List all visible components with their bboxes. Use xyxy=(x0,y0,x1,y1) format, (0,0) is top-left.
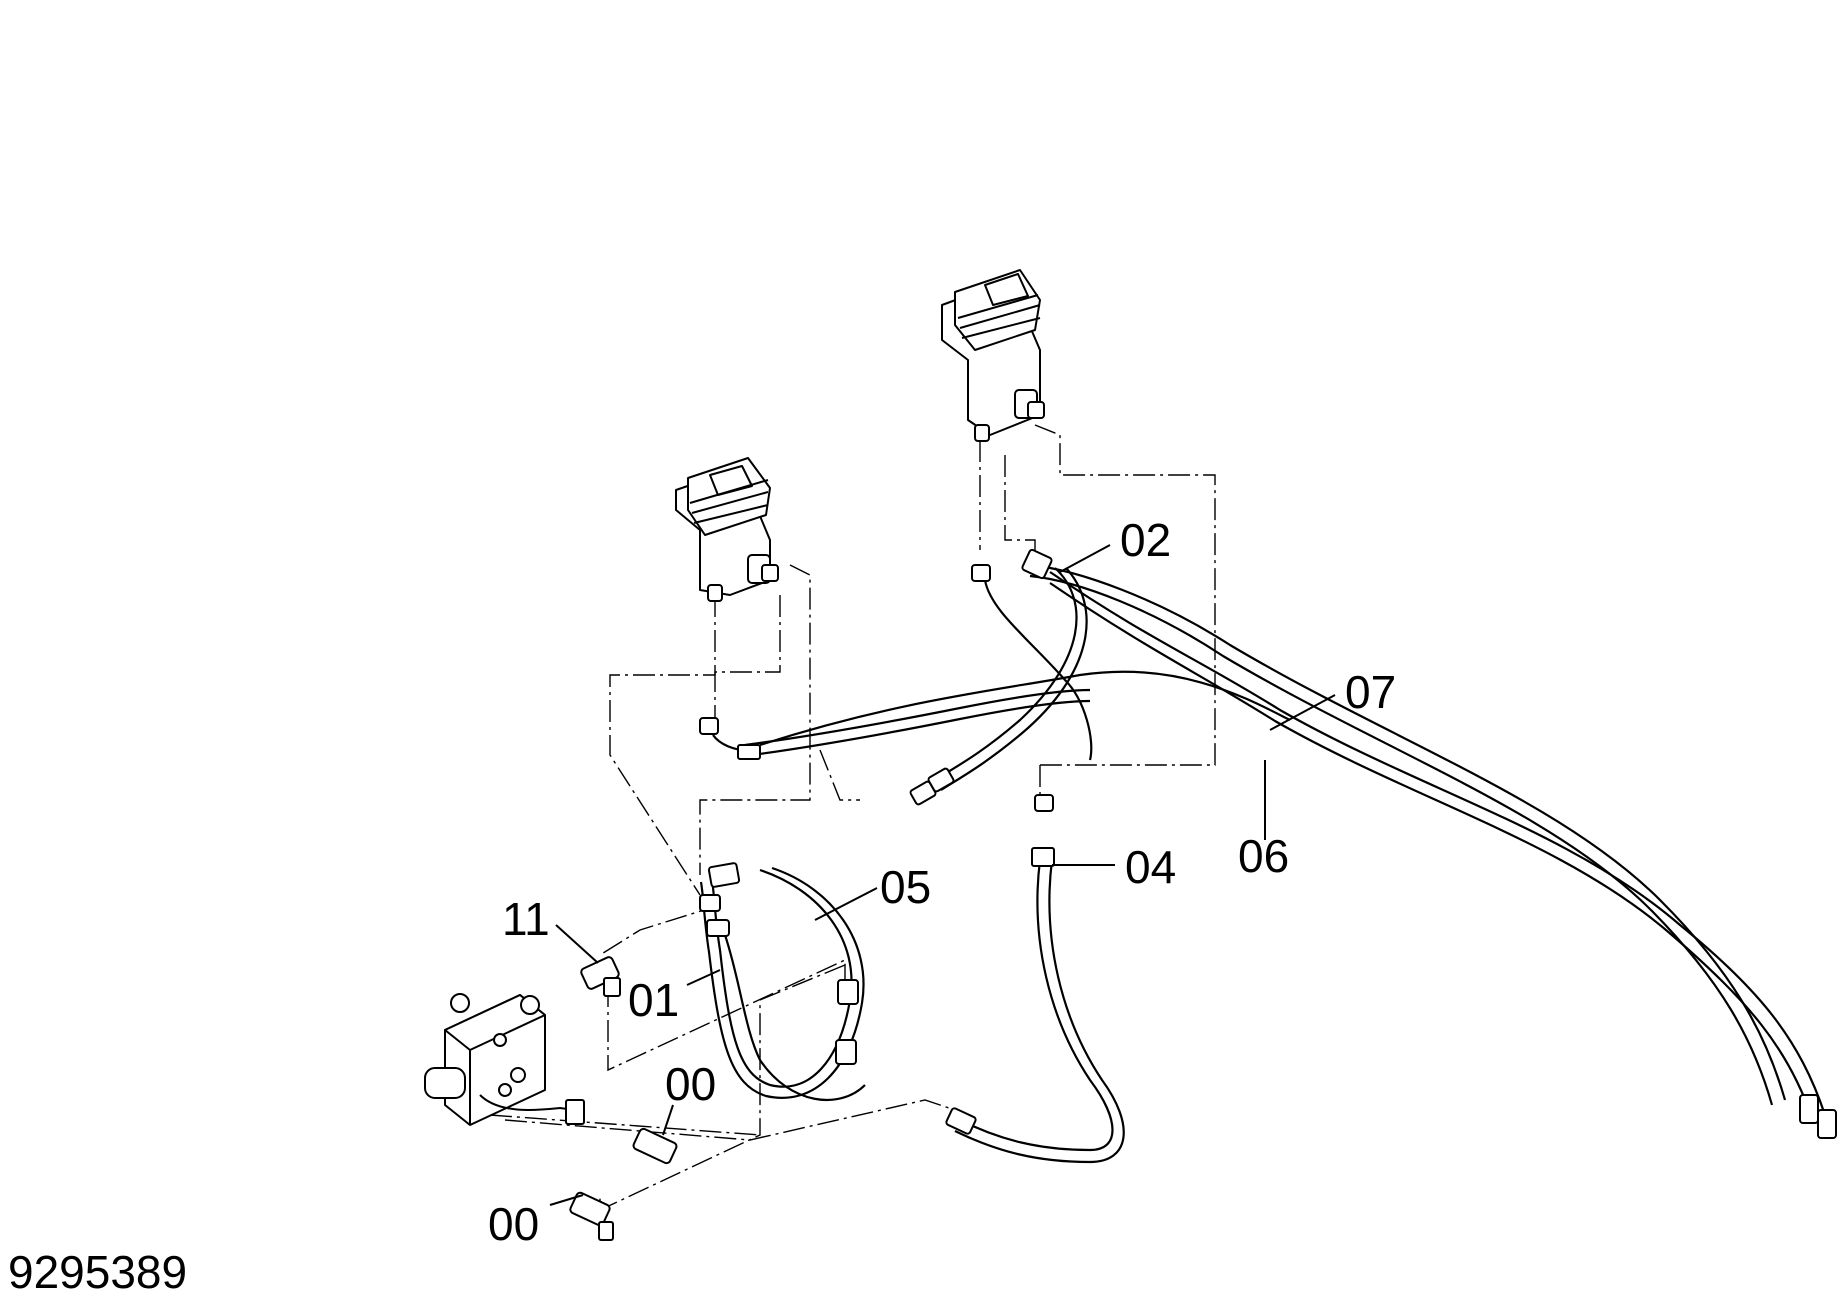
callout-11: 11 xyxy=(502,893,550,945)
callout-00-upper: 00 xyxy=(665,1058,716,1110)
connector-11 xyxy=(580,956,621,997)
callout-07: 07 xyxy=(1345,666,1396,718)
drawing-number: 9295389 xyxy=(8,1246,187,1298)
manifold-block xyxy=(424,993,585,1126)
connector-00-lower xyxy=(569,1191,614,1241)
callout-labels: 02 07 06 04 05 11 01 00 00 9295389 xyxy=(8,514,1396,1298)
pilot-valve-left xyxy=(675,457,779,602)
callout-04: 04 xyxy=(1125,841,1176,893)
callout-06: 06 xyxy=(1238,830,1289,882)
callout-00-lower: 00 xyxy=(488,1198,539,1250)
leader-lines xyxy=(549,544,1336,1206)
callout-05: 05 xyxy=(880,861,931,913)
callout-02: 02 xyxy=(1120,514,1171,566)
callout-01: 01 xyxy=(628,974,679,1026)
pilot-valve-upper xyxy=(941,269,1045,442)
fittings xyxy=(699,548,1837,1139)
connector-00-upper xyxy=(632,1127,678,1165)
hoses xyxy=(699,563,1827,1164)
assembly-guide-lines xyxy=(489,424,1216,1212)
